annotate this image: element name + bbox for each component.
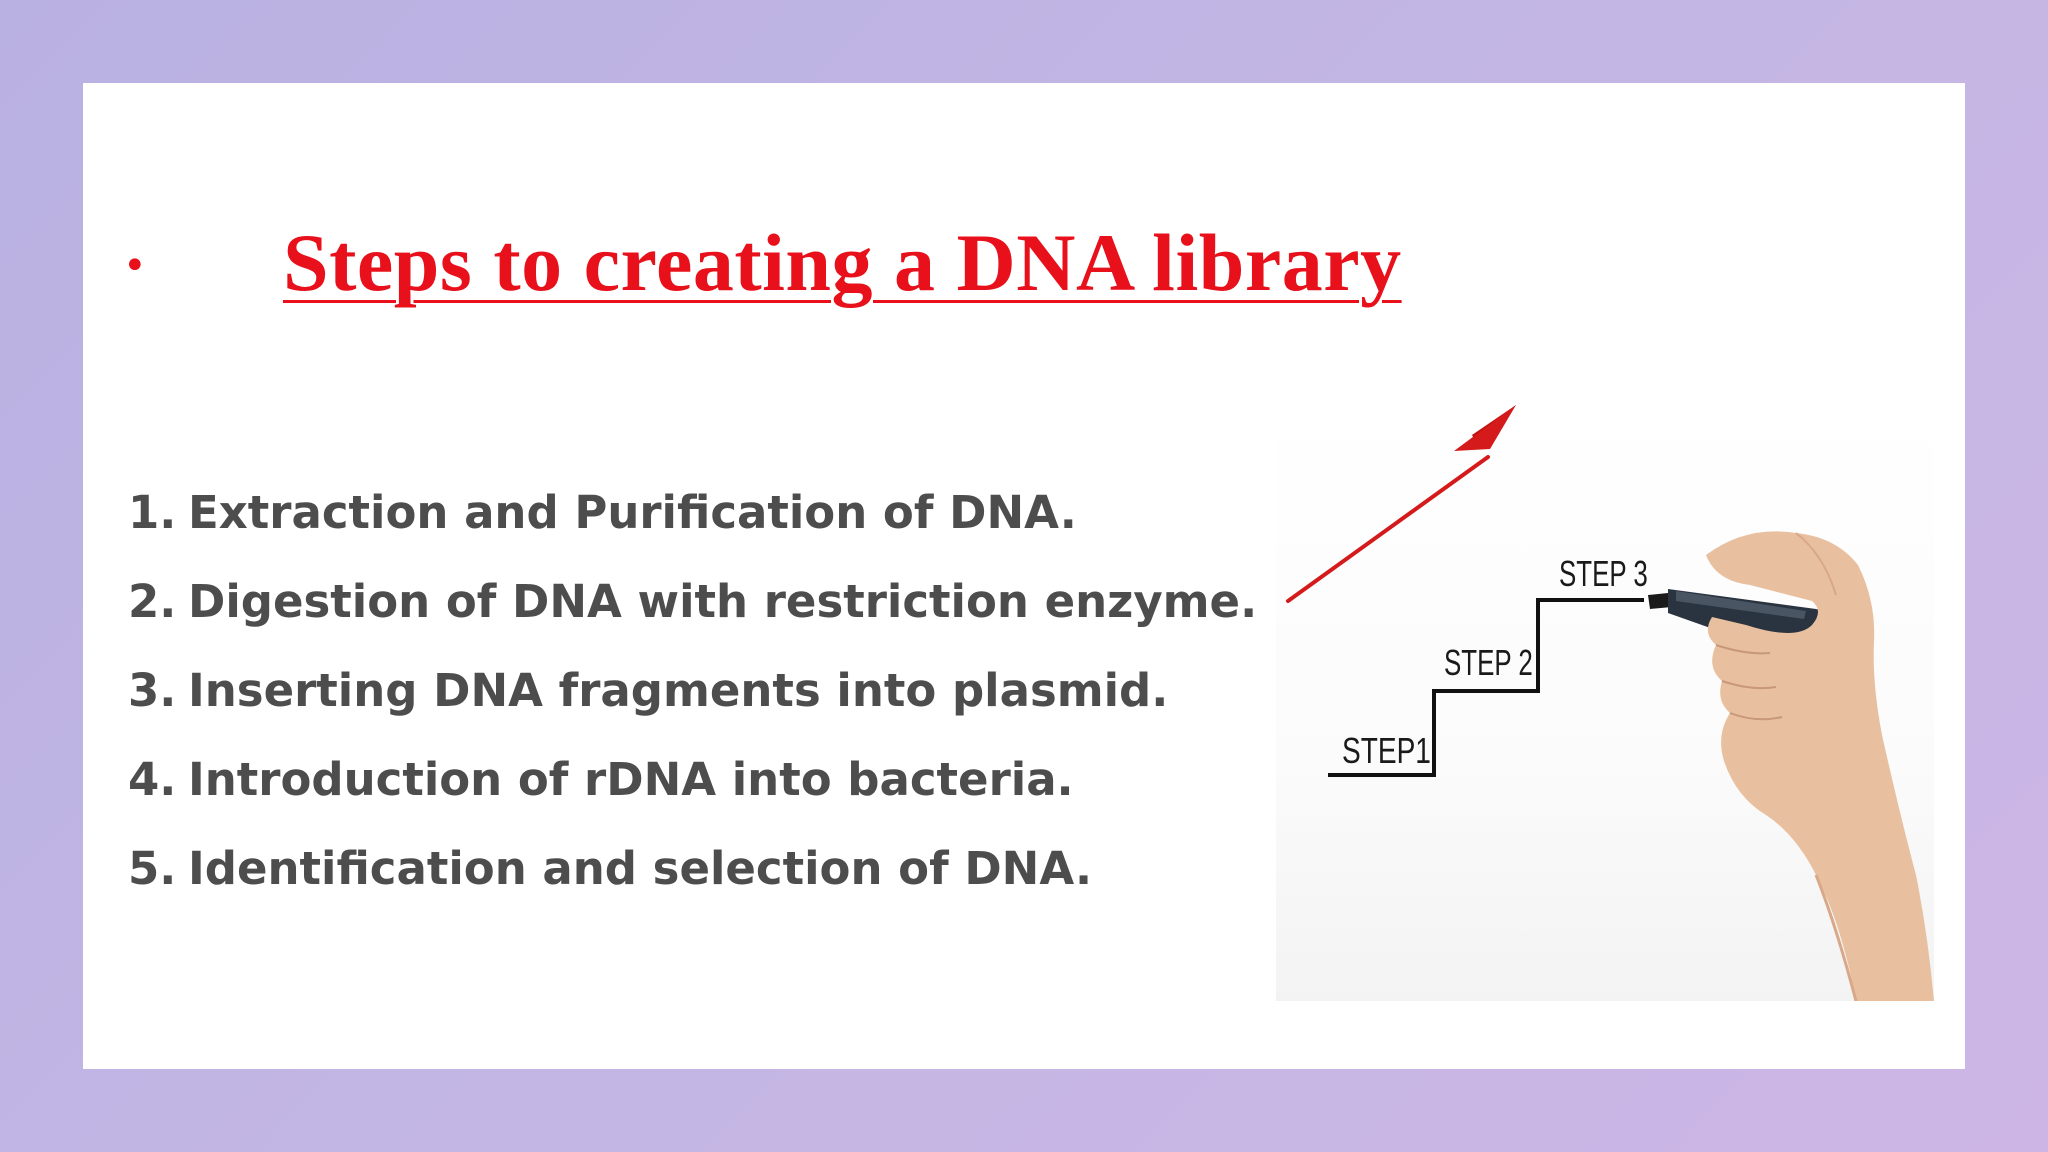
steps-illustration: STEP1 STEP 2 STEP 3 xyxy=(1276,405,1934,1001)
slide-title: Steps to creating a DNA library xyxy=(283,217,1402,308)
step-label: STEP 2 xyxy=(1444,643,1533,683)
step-number: 1. xyxy=(128,486,177,539)
title-bullet: • xyxy=(123,243,147,289)
step-number: 5. xyxy=(128,842,177,895)
staircase-drawing: STEP1 STEP 2 STEP 3 xyxy=(1286,405,1934,1001)
list-item: 2. Digestion of DNA with restriction enz… xyxy=(128,557,1257,646)
step-label: STEP1 xyxy=(1342,731,1431,771)
red-arrow-icon xyxy=(1286,405,1516,603)
staircase-line xyxy=(1328,598,1644,777)
list-item: 3. Inserting DNA fragments into plasmid. xyxy=(128,646,1257,735)
step-label: STEP 3 xyxy=(1559,554,1648,594)
hand-icon xyxy=(1706,531,1934,1001)
step-number: 2. xyxy=(128,575,177,628)
slide: • Steps to creating a DNA library 1. Ext… xyxy=(83,83,1965,1069)
step-text: Extraction and Purification of DNA. xyxy=(188,486,1077,539)
title-row: • Steps to creating a DNA library xyxy=(123,203,1402,323)
list-item: 5. Identification and selection of DNA. xyxy=(128,824,1257,913)
step-text: Digestion of DNA with restriction enzyme… xyxy=(188,575,1258,628)
step-text: Identification and selection of DNA. xyxy=(188,842,1093,895)
step-text: Introduction of rDNA into bacteria. xyxy=(188,753,1074,806)
step-text: Inserting DNA fragments into plasmid. xyxy=(188,664,1169,717)
list-item: 4. Introduction of rDNA into bacteria. xyxy=(128,735,1257,824)
step-number: 3. xyxy=(128,664,177,717)
step-number: 4. xyxy=(128,753,177,806)
list-item: 1. Extraction and Purification of DNA. xyxy=(128,468,1257,557)
steps-list: 1. Extraction and Purification of DNA. 2… xyxy=(128,468,1257,913)
